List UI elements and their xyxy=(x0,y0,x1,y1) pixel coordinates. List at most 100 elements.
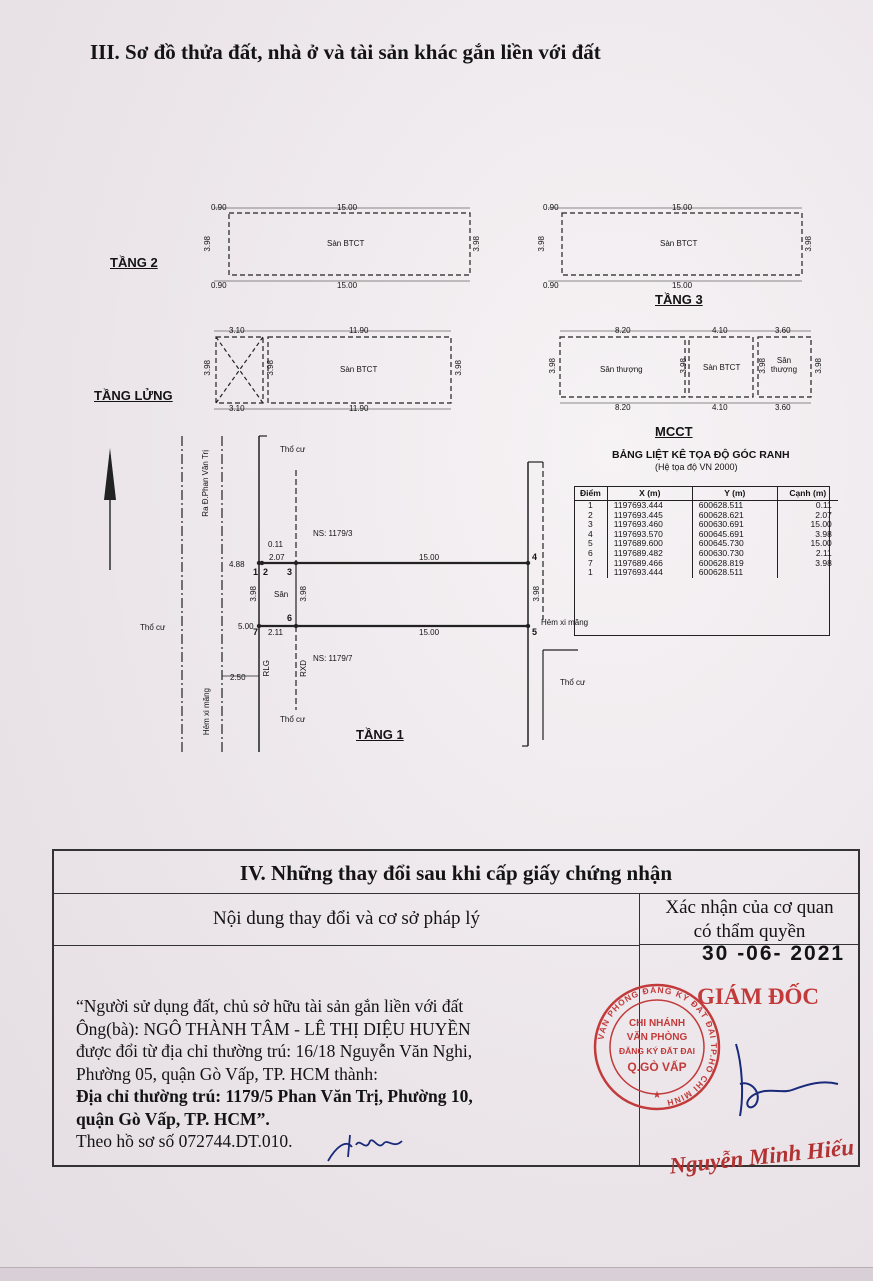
tang3-room: Sàn BTCT xyxy=(660,239,698,248)
coord-y: 600630.730 xyxy=(691,548,778,559)
tang-lung-dim-side-right: 3.98 xyxy=(454,360,463,376)
tang3-dim-090-bottom: 0.90 xyxy=(543,281,559,290)
mcct-dim-side-right: 3.98 xyxy=(814,358,823,374)
coord-table-title: BẢNG LIỆT KÊ TỌA ĐỘ GÓC RANH xyxy=(612,449,790,461)
tang-lung-dim-310-bottom: 3.10 xyxy=(229,404,245,413)
rlg-label: RLG xyxy=(262,660,271,677)
stamp-line-4: Q.GÒ VẤP xyxy=(627,1059,686,1074)
mcct-dim-410-bottom: 4.10 xyxy=(712,403,728,412)
point-2: 2 xyxy=(263,567,269,577)
mcct-room-slab: Sàn BTCT xyxy=(703,363,741,372)
tang1-label: TẦNG 1 xyxy=(356,727,404,742)
mcct-slab xyxy=(688,336,754,398)
coord-point: 3 xyxy=(588,519,593,530)
tang3-dim-090-top: 0.90 xyxy=(543,203,559,212)
initials-signature xyxy=(327,1134,403,1162)
tang2-outline xyxy=(228,212,471,276)
tang3-dim-1500-bottom: 15.00 xyxy=(672,281,693,290)
section4-col-right-l2: có thẩm quyền xyxy=(693,921,806,942)
point-5: 5 xyxy=(532,627,538,637)
mcct-dim-360-bottom: 3.60 xyxy=(775,403,791,412)
dim-011: 0.11 xyxy=(268,540,283,549)
coord-y: 600628.511 xyxy=(691,568,778,578)
road-label: Ra Đ.Phan Văn Trị xyxy=(201,450,210,517)
coord-y: 600630.691 xyxy=(691,520,778,530)
mcct-dim-820-top: 8.20 xyxy=(615,326,631,335)
coord-y: 600628.511 xyxy=(691,500,778,511)
coord-x: 1197693.460 xyxy=(606,520,693,530)
coord-edge: 3.98 xyxy=(776,558,838,569)
dim-250: 2.50 xyxy=(230,673,246,682)
tho-cu-right: Thổ cư xyxy=(560,678,586,687)
point-3: 3 xyxy=(287,567,293,577)
coord-table-subtitle: (Hệ tọa độ VN 2000) xyxy=(655,462,738,472)
content-line-2: Ông(bà): NGÔ THÀNH TÂM - LÊ THỊ DIỆU HUY… xyxy=(76,1018,471,1039)
san-label: Sân xyxy=(274,590,289,599)
section4-col-right-header: Xác nhận của cơ quan có thẩm quyền xyxy=(639,893,860,945)
dim-398-right: 3.98 xyxy=(532,586,541,602)
coord-y: 600628.621 xyxy=(691,510,778,521)
coord-edge: 0.11 xyxy=(776,500,838,511)
alley-label: Hẻm xi măng xyxy=(202,688,211,736)
tang3-dim-side-left: 3.98 xyxy=(537,236,546,252)
coord-edge: 3.98 xyxy=(776,529,838,540)
tho-cu-bottom: Thổ cư xyxy=(280,715,306,724)
coord-point: 4 xyxy=(588,528,593,539)
content-line-3: được đổi từ địa chỉ thường trú: 16/18 Ng… xyxy=(76,1041,473,1061)
tang-lung-void xyxy=(215,336,264,404)
tang-lung-room: Sàn BTCT xyxy=(340,365,378,374)
tang3-label: TẦNG 3 xyxy=(655,292,703,307)
section4-content-layer: “Người sử dụng đất, chủ sở hữu tài sản g… xyxy=(52,849,860,1179)
mcct-room-terrace-right: Sân thượng xyxy=(770,356,798,374)
content-line-6: quận Gò Vấp, TP. HCM”. xyxy=(76,1108,270,1129)
tang2-dim-side-left: 3.98 xyxy=(203,236,212,252)
coord-y: 600645.730 xyxy=(691,539,778,549)
tang-lung-dim-side-mid: 3.98 xyxy=(266,360,275,376)
tang-lung-dim-1190-bottom: 11.90 xyxy=(349,404,369,413)
dim-398-left: 3.98 xyxy=(249,586,258,602)
dim-211: 2.11 xyxy=(268,628,283,637)
coord-x: 1197689.600 xyxy=(606,539,693,549)
dim-500: 5.00 xyxy=(238,622,254,631)
tang2-dim-side-right: 3.98 xyxy=(472,236,481,252)
mcct-room-terrace-left: Sân thượng xyxy=(600,365,643,374)
rxd-label: RXD xyxy=(299,660,308,677)
stamp-line-3: ĐĂNG KÝ ĐẤT ĐAI xyxy=(619,1045,695,1056)
content-line-7: Theo hồ sơ số 072744.DT.010. xyxy=(76,1131,293,1151)
stamp-line-2: VĂN PHÒNG xyxy=(627,1030,688,1043)
mcct-terrace-right xyxy=(757,336,812,398)
content-line-5: Địa chỉ thường trú: 1179/5 Phan Văn Trị,… xyxy=(76,1086,473,1106)
tang2-dim-1500-top: 15.00 xyxy=(337,203,358,212)
stamp-line-1: CHI NHÁNH xyxy=(629,1016,685,1029)
section4-box: IV. Những thay đổi sau khi cấp giấy chứn… xyxy=(52,849,860,1167)
coord-y: 600628.819 xyxy=(691,558,778,569)
coord-header-point: Điểm xyxy=(574,486,608,501)
mcct-dim-side-mid1: 3.98 xyxy=(679,358,688,374)
column-divider xyxy=(639,945,640,1167)
coord-header-y: Y (m) xyxy=(691,486,778,501)
section4-col-left-header: Nội dung thay đổi và cơ sở pháp lý xyxy=(54,893,640,946)
mcct-label: MCCT xyxy=(655,424,693,439)
coord-edge: 2.07 xyxy=(776,510,838,521)
svg-text:★: ★ xyxy=(653,1090,662,1101)
ns-top: NS: 1179/3 xyxy=(313,529,353,538)
mcct-terrace-left xyxy=(559,336,686,398)
coord-header-edge: Cạnh (m) xyxy=(776,486,838,501)
point-4: 4 xyxy=(532,552,538,562)
coord-x: 1197693.570 xyxy=(606,529,693,540)
tang-lung-dim-310-top: 3.10 xyxy=(229,326,245,335)
tang-lung-dim-1190-top: 11.90 xyxy=(349,326,369,335)
ns-bottom: NS: 1179/7 xyxy=(313,654,353,663)
bottom-edge-strip xyxy=(0,1267,873,1281)
mcct-dim-410-top: 4.10 xyxy=(712,326,728,335)
coord-point: 2 xyxy=(588,509,593,520)
coord-y: 600645.691 xyxy=(691,529,778,540)
official-stamp: VĂN PHÒNG ĐĂNG KÝ ĐẤT ĐAI TP.HỒ CHÍ MINH… xyxy=(593,983,721,1111)
alley-right-label: Hẻm xi măng xyxy=(541,618,589,627)
tang-lung-dim-side-left: 3.98 xyxy=(203,360,212,376)
content-line-4: Phường 05, quận Gò Vấp, TP. HCM thành: xyxy=(76,1063,378,1084)
